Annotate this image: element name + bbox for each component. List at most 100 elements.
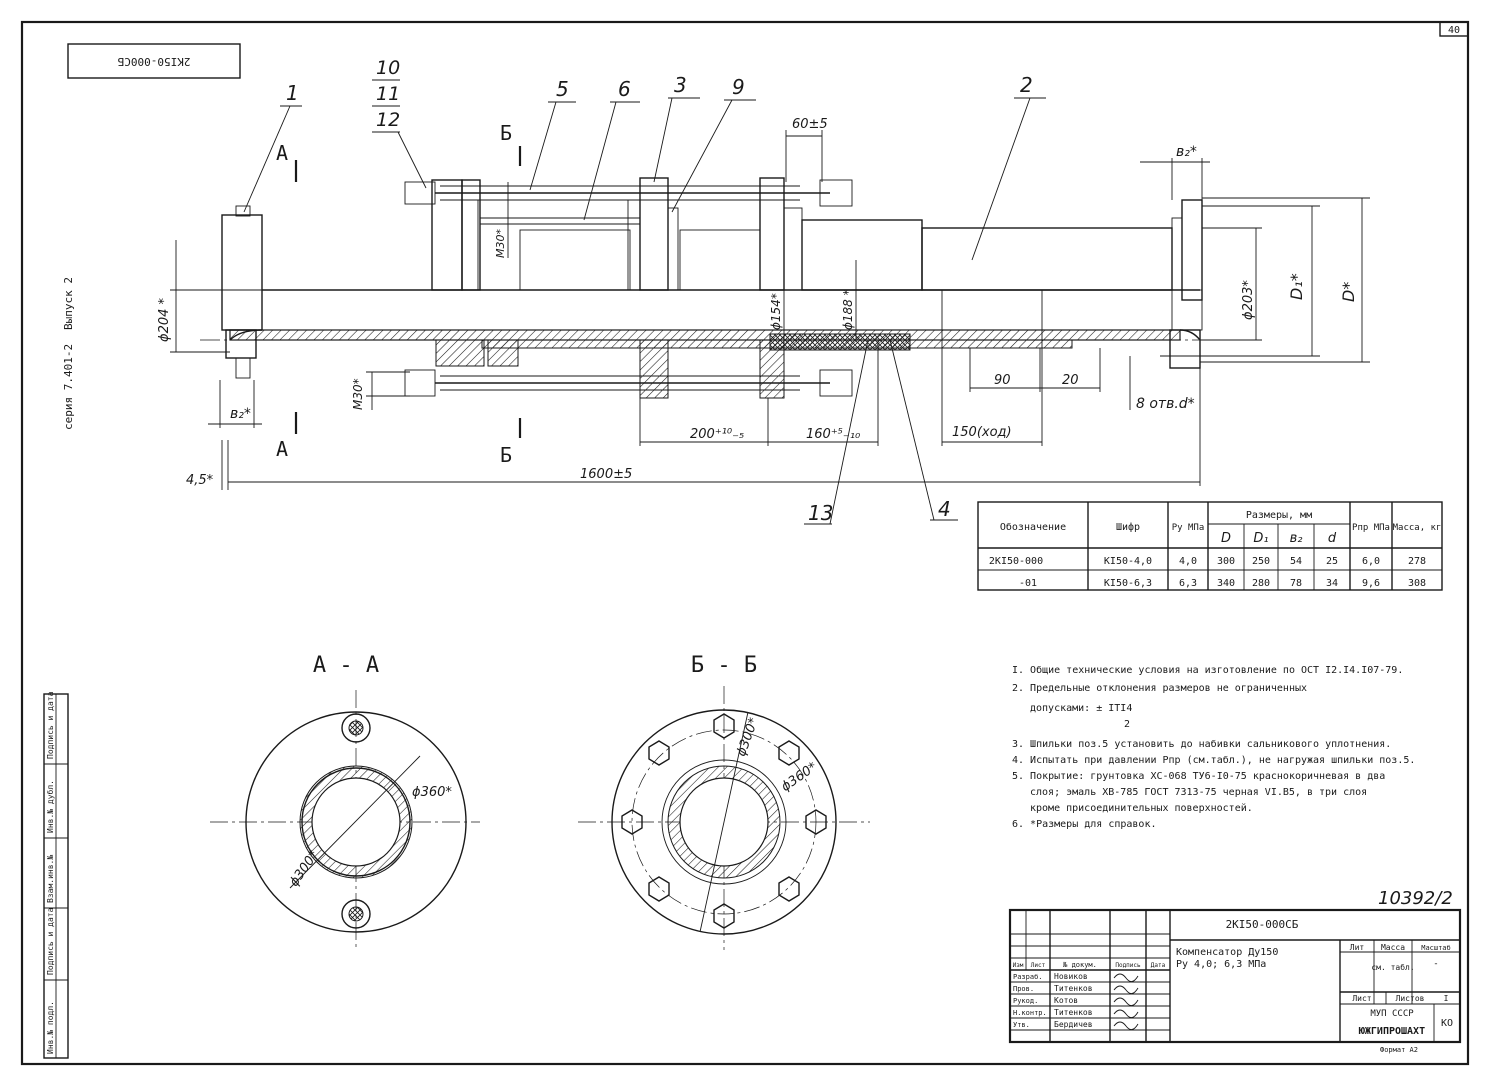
bb-d300: ϕ300* <box>734 715 762 758</box>
note-4: 4. Испытать при давлении Рпр (см.табл.),… <box>1012 754 1415 766</box>
inner-pipe-wall <box>229 329 1181 341</box>
svg-text:280: 280 <box>1252 578 1270 589</box>
callout-12: 12 <box>376 109 400 131</box>
dim-b2-top: в₂* <box>1176 144 1197 160</box>
note-5c: кроме присоединительных поверхностей. <box>1030 802 1253 814</box>
dim-m30-bot: М30* <box>351 378 365 410</box>
stamp-box <box>67 43 241 79</box>
svg-text:300: 300 <box>1217 556 1235 567</box>
callout-11: 11 <box>376 83 400 105</box>
packing-seal <box>769 333 911 351</box>
svg-text:278: 278 <box>1408 556 1426 567</box>
section-b-b: Б - Б ϕ300* ϕ360* <box>578 653 870 950</box>
svg-text:Дата: Дата <box>1151 962 1166 969</box>
note-2: 2. Предельные отклонения размеров не огр… <box>1012 683 1307 694</box>
svg-text:см. табл.: см. табл. <box>1371 962 1414 972</box>
th-mass: Масса, кг <box>1393 523 1442 533</box>
callout-3: 3 <box>674 73 687 97</box>
note-2c: 2 <box>1124 719 1130 730</box>
note-6: 6. *Размеры для справок. <box>1012 819 1157 830</box>
format-label: Формат А2 <box>1380 1046 1418 1054</box>
dim-60: 60±5 <box>792 117 828 132</box>
svg-text:КI50-4,0: КI50-4,0 <box>1104 556 1152 567</box>
mark-a-bot: А <box>276 437 288 461</box>
callout-13: 13 <box>808 501 833 525</box>
dim-d203: ϕ203* <box>1241 280 1256 320</box>
signature-3 <box>1113 997 1139 1006</box>
svg-text:4,0: 4,0 <box>1179 556 1197 567</box>
org-line-2: ЮЖГИПРОШАХТ <box>1359 1026 1425 1037</box>
technical-notes: I. Общие технические условия на изготовл… <box>1012 664 1415 830</box>
dim-d188: ϕ188 * <box>841 289 855 330</box>
main-view: ϕ204 * М30* ϕ154* ϕ188 * 60±5 в₂* ϕ203* … <box>157 57 1370 525</box>
frame: 40 2КI50-000СБ серия 7.401-2 Выпуск 2 <box>20 20 1470 1066</box>
th-D1: D₁ <box>1253 531 1268 546</box>
callout-6: 6 <box>618 77 631 101</box>
signature-5 <box>1113 1021 1139 1030</box>
table-row: -01 КI50-6,3 6,3 340 280 78 34 9,6 308 <box>1019 578 1426 589</box>
binding-strip: Инв.№ подл. Подпись и дата Взам.инв.№ Ин… <box>43 691 69 1059</box>
note-5: 5. Покрытие: грунтовка ХС-068 ТУ6-I0-75 … <box>1012 771 1385 782</box>
dim-4-5: 4,5* <box>186 473 214 488</box>
dim-b2-left: в₂* <box>230 406 251 422</box>
callout-1: 1 <box>286 81 299 105</box>
table-row: 2КI50-000 КI50-4,0 4,0 300 250 54 25 6,0… <box>989 556 1426 567</box>
svg-text:Новиков: Новиков <box>1054 972 1088 981</box>
th-D: D <box>1221 531 1231 546</box>
note-1: I. Общие технические условия на изготовл… <box>1012 664 1403 676</box>
svg-text:Титенков: Титенков <box>1054 984 1093 993</box>
svg-text:Рукод.: Рукод. <box>1013 997 1038 1005</box>
dim-200: 200⁺¹⁰₋₅ <box>690 427 744 442</box>
strip-label-1: Инв.№ подл. <box>46 1001 55 1054</box>
svg-text:-: - <box>1433 959 1438 969</box>
signature-2 <box>1113 985 1139 994</box>
svg-text:Разраб.: Разраб. <box>1013 973 1043 981</box>
dim-90: 90 <box>994 373 1011 388</box>
note-5b: слоя; эмаль ХВ-785 ГОСТ 7313-75 черная V… <box>1030 787 1367 798</box>
th-d: d <box>1328 531 1337 546</box>
aa-d300: ϕ300* <box>287 848 322 890</box>
svg-text:Лит: Лит <box>1350 943 1365 952</box>
spec-table: Обозначение Шифр Ру МПа Размеры, мм D D₁… <box>977 501 1443 591</box>
movable-pipe <box>921 227 1173 291</box>
svg-text:Утв.: Утв. <box>1013 1021 1030 1029</box>
archive-number: 10392/2 <box>1378 888 1453 909</box>
svg-text:54: 54 <box>1290 556 1302 567</box>
svg-text:-01: -01 <box>1019 578 1037 589</box>
bb-d360: ϕ360* <box>779 759 821 794</box>
note-3: 3. Шпильки поз.5 установить до набивки с… <box>1012 738 1391 750</box>
svg-text:2КI50-000: 2КI50-000 <box>989 556 1043 567</box>
mark-b-top: Б <box>500 121 512 145</box>
th-ppr: Рпр МПа <box>1352 523 1390 533</box>
svg-text:340: 340 <box>1217 578 1235 589</box>
svg-text:Масса: Масса <box>1381 943 1405 952</box>
callout-9: 9 <box>732 75 745 99</box>
mark-a-top: А <box>276 141 288 165</box>
callout-5: 5 <box>556 77 569 101</box>
svg-text:9,6: 9,6 <box>1362 578 1380 589</box>
dim-d154: ϕ154* <box>769 293 783 330</box>
th-designation: Обозначение <box>1000 521 1066 533</box>
svg-text:КО: КО <box>1441 1018 1453 1029</box>
svg-text:Листов: Листов <box>1396 994 1425 1003</box>
tb-doc-code: 2КI50-000СБ <box>1226 918 1299 931</box>
svg-text:Лист: Лист <box>1352 994 1371 1003</box>
aa-d360: ϕ360* <box>412 785 452 800</box>
mark-b-bot: Б <box>500 443 512 467</box>
bb-nuts <box>621 713 827 929</box>
svg-text:6,3: 6,3 <box>1179 578 1197 589</box>
th-b2: в₂ <box>1290 531 1303 546</box>
th-sizes: Размеры, мм <box>1246 510 1312 521</box>
dim-150: 150(ход) <box>952 425 1012 440</box>
svg-text:Масштаб: Масштаб <box>1421 944 1451 952</box>
callout-2: 2 <box>1020 73 1033 97</box>
svg-text:КI50-6,3: КI50-6,3 <box>1104 578 1152 589</box>
callout-4: 4 <box>938 497 951 521</box>
tb-title-2: Ру 4,0; 6,3 МПа <box>1176 959 1266 970</box>
dim-1600: 1600±5 <box>580 467 632 482</box>
svg-text:Н.контр.: Н.контр. <box>1013 1009 1047 1017</box>
dim-holes: 8 отв.d* <box>1136 396 1195 412</box>
svg-text:78: 78 <box>1290 578 1302 589</box>
svg-text:6,0: 6,0 <box>1362 556 1380 567</box>
